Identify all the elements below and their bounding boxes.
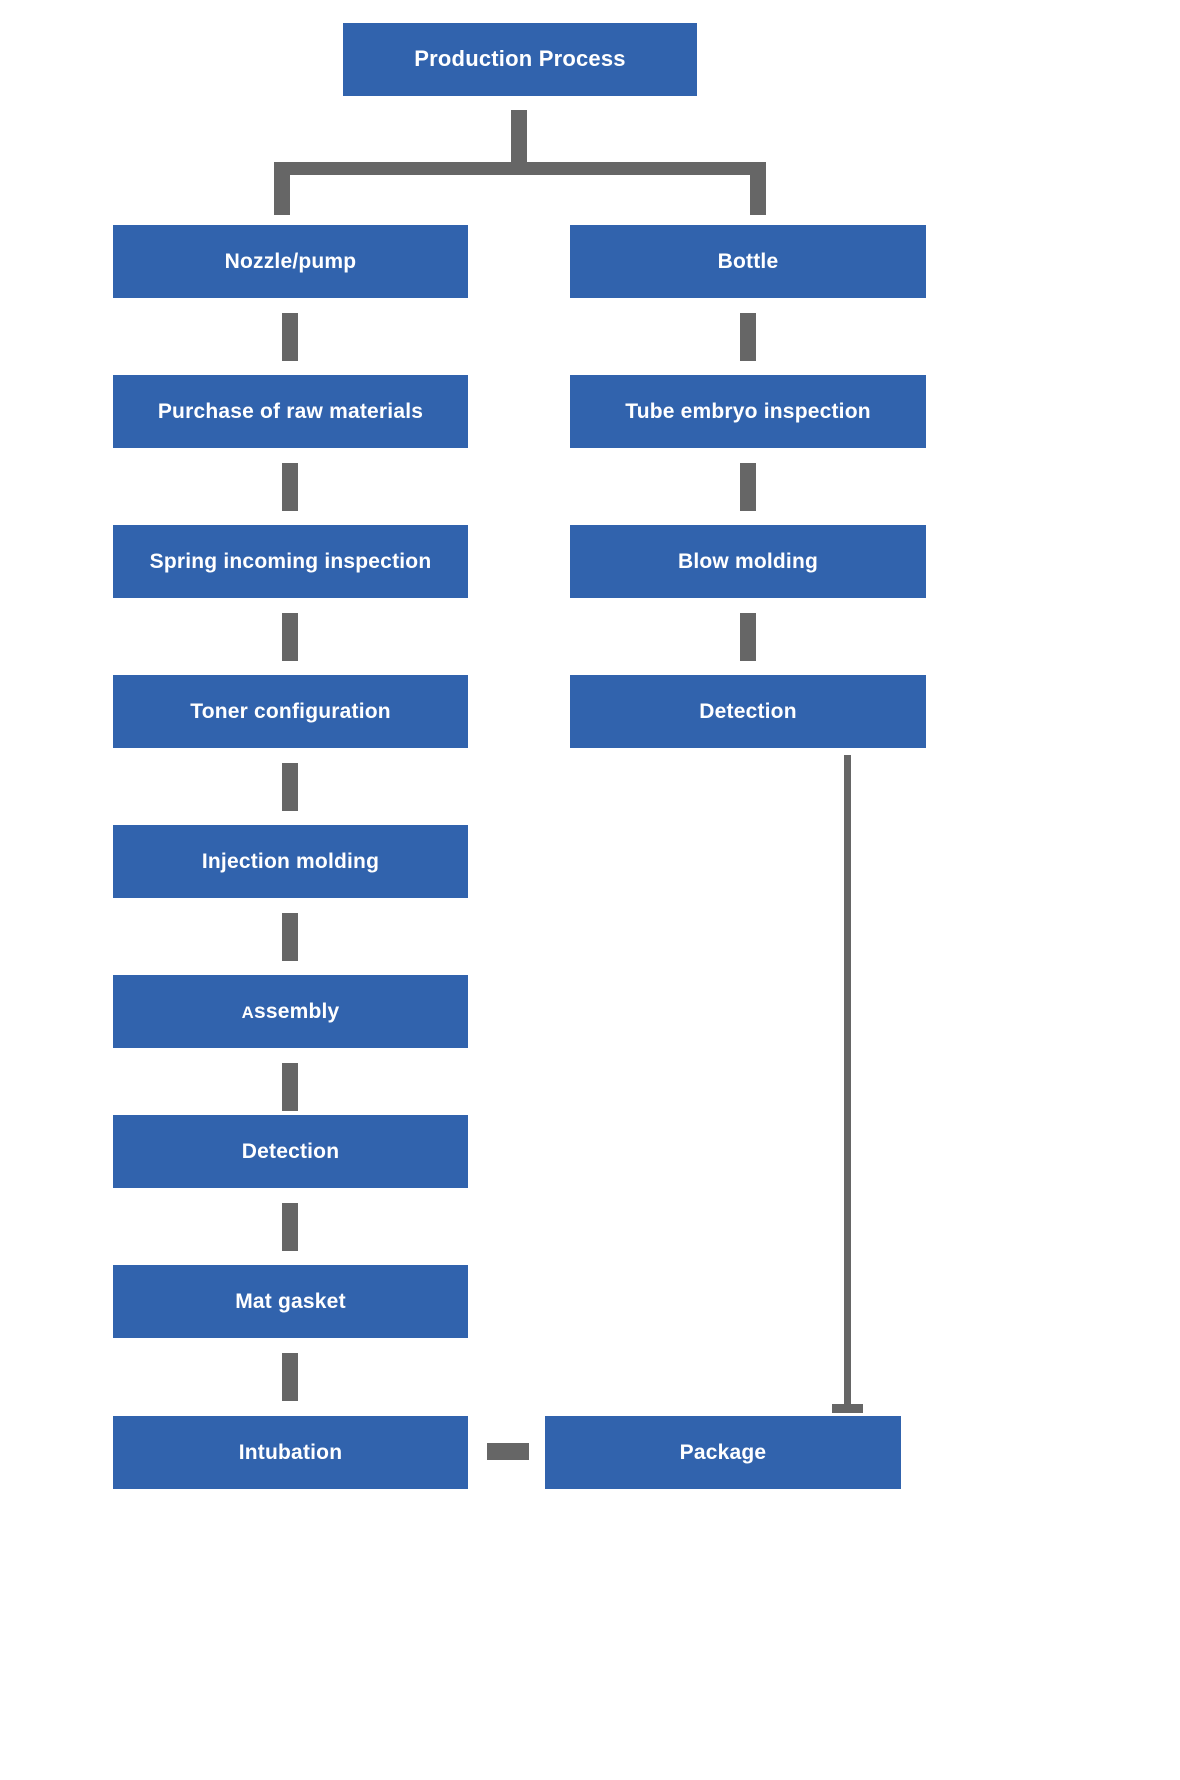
node-intubation[interactable]: Intubation <box>113 1416 468 1489</box>
node-purchase-of-raw-materials[interactable]: Purchase of raw materials <box>113 375 468 448</box>
node-label: Detection <box>241 1139 340 1163</box>
node-label: Intubation <box>238 1440 343 1464</box>
connector-intubation-to-package <box>487 1443 529 1460</box>
connector-split-bar <box>274 162 766 175</box>
connector-detection-to-package-line <box>844 755 851 1410</box>
node-detection-right[interactable]: Detection <box>570 675 926 748</box>
node-mat-gasket[interactable]: Mat gasket <box>113 1265 468 1338</box>
node-label: Package <box>679 1440 767 1464</box>
connector-right-3 <box>740 613 756 661</box>
node-injection-molding[interactable]: Injection molding <box>113 825 468 898</box>
connector-root-stem <box>511 110 527 162</box>
node-label: Purchase of raw materials <box>157 399 424 423</box>
connector-right-2 <box>740 463 756 511</box>
connector-split-left-drop <box>274 162 290 215</box>
node-label: Production Process <box>414 46 626 72</box>
node-label: Nozzle/pump <box>224 249 357 273</box>
connector-right-1 <box>740 313 756 361</box>
node-nozzle-pump[interactable]: Nozzle/pump <box>113 225 468 298</box>
node-toner-configuration[interactable]: Toner configuration <box>113 675 468 748</box>
connector-left-8 <box>282 1353 298 1401</box>
connector-split-right-drop <box>750 162 766 215</box>
connector-left-7 <box>282 1203 298 1251</box>
connector-detection-to-package-cap <box>832 1404 863 1413</box>
node-package[interactable]: Package <box>545 1416 901 1489</box>
connector-left-5 <box>282 913 298 961</box>
node-label: Tube embryo inspection <box>625 399 871 423</box>
node-label: Blow molding <box>677 549 819 573</box>
connector-left-1 <box>282 313 298 361</box>
node-label: Spring incoming inspection <box>149 549 432 573</box>
connector-left-6 <box>282 1063 298 1111</box>
connector-left-4 <box>282 763 298 811</box>
node-assembly[interactable]: Assembly <box>113 975 468 1048</box>
node-production-process[interactable]: Production Process <box>343 23 697 96</box>
connector-left-2 <box>282 463 298 511</box>
node-label: Assembly <box>241 999 340 1023</box>
node-label: Mat gasket <box>235 1289 346 1313</box>
node-label: Toner configuration <box>190 699 391 723</box>
node-spring-incoming-inspection[interactable]: Spring incoming inspection <box>113 525 468 598</box>
node-blow-molding[interactable]: Blow molding <box>570 525 926 598</box>
node-label: Bottle <box>717 249 779 273</box>
node-tube-embryo-inspection[interactable]: Tube embryo inspection <box>570 375 926 448</box>
node-label: Injection molding <box>201 849 380 873</box>
node-detection-left[interactable]: Detection <box>113 1115 468 1188</box>
node-bottle[interactable]: Bottle <box>570 225 926 298</box>
node-label: Detection <box>699 699 797 723</box>
connector-left-3 <box>282 613 298 661</box>
